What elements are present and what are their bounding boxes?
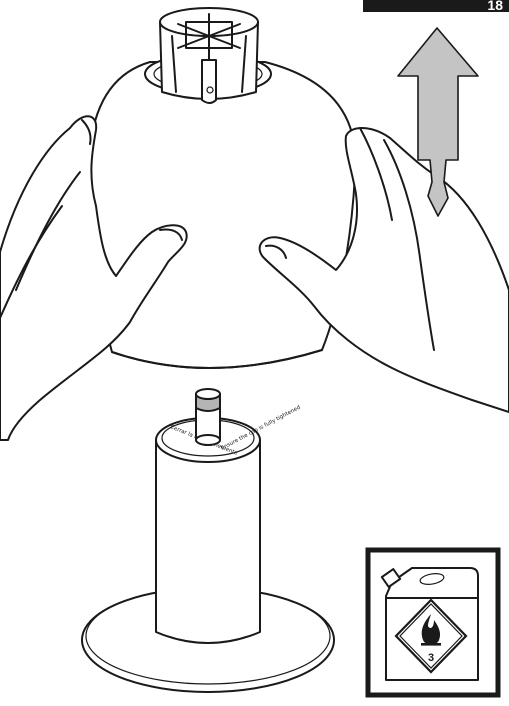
hazard-class-number: 3 [428, 652, 434, 664]
flammable-fuel-warning: 3 [368, 550, 498, 695]
globe-top-chimney [160, 8, 258, 103]
